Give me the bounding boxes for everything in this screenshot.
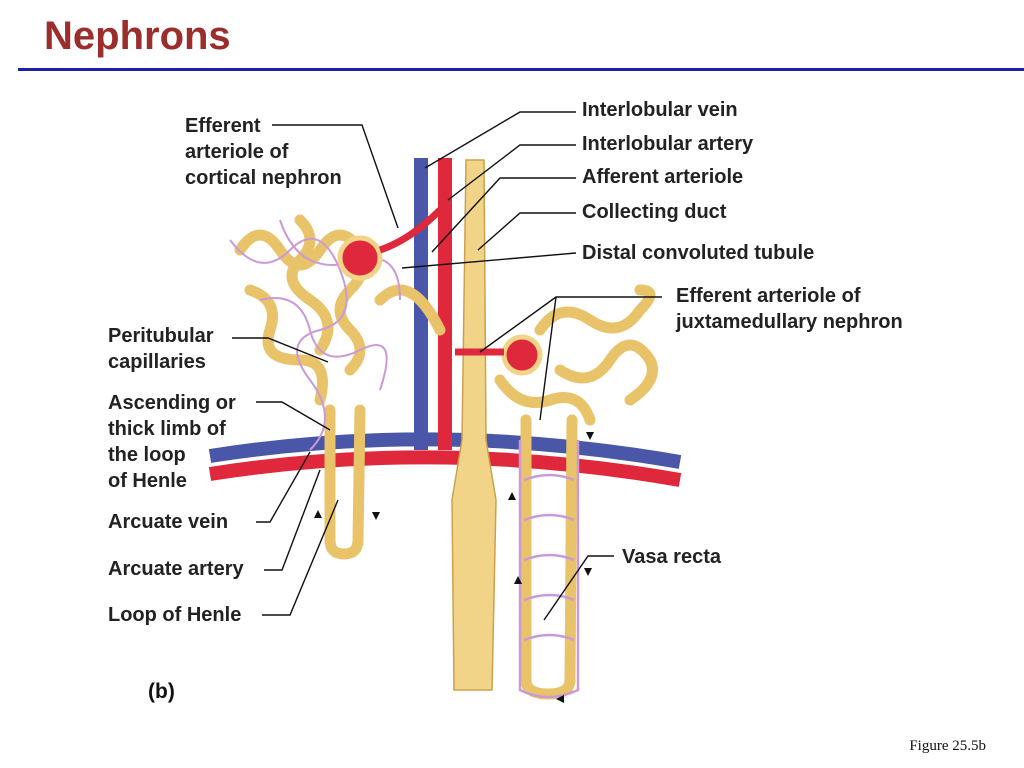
vasa-recta-vessels — [518, 440, 580, 699]
label-interlobular-vein: Interlobular vein — [582, 99, 738, 121]
panel-label: (b) — [148, 680, 175, 703]
leader-lines — [232, 111, 662, 621]
label-arcuate-vein: Arcuate vein — [108, 511, 229, 533]
interlobular-artery-vessel — [438, 158, 452, 450]
label-ascending-limb: Ascending or thick limb of the loop of H… — [108, 392, 236, 492]
label-collecting-duct: Collecting duct — [582, 201, 727, 223]
cortical-efferent-arteriole — [378, 207, 443, 254]
label-afferent-arteriole: Afferent arteriole — [582, 166, 744, 188]
juxtamedullary-glomerulus — [501, 334, 543, 376]
flow-arrows — [314, 432, 594, 703]
collecting-duct-shape — [451, 159, 497, 691]
title-divider — [18, 68, 1024, 71]
label-efferent-arteriole-cortical: Efferent arteriole of cortical nephron — [185, 115, 342, 189]
label-distal-convoluted-tubule: Distal convoluted tubule — [582, 242, 815, 264]
label-arcuate-artery: Arcuate artery — [108, 558, 244, 580]
figure-reference: Figure 25.5b — [909, 738, 986, 754]
arcuate-artery-vessel — [208, 450, 682, 487]
juxtamedullary-nephron-tubules — [494, 284, 658, 700]
label-interlobular-artery: Interlobular artery — [582, 133, 754, 155]
label-loop-of-henle: Loop of Henle — [108, 604, 242, 626]
label-vasa-recta: Vasa recta — [622, 546, 721, 568]
label-efferent-arteriole-juxtamedullary: Efferent arteriole of juxtamedullary nep… — [676, 285, 903, 333]
label-peritubular-capillaries: Peritubular capillaries — [108, 325, 214, 373]
slide-title: Nephrons — [44, 14, 231, 58]
cortical-glomerulus — [337, 235, 383, 281]
